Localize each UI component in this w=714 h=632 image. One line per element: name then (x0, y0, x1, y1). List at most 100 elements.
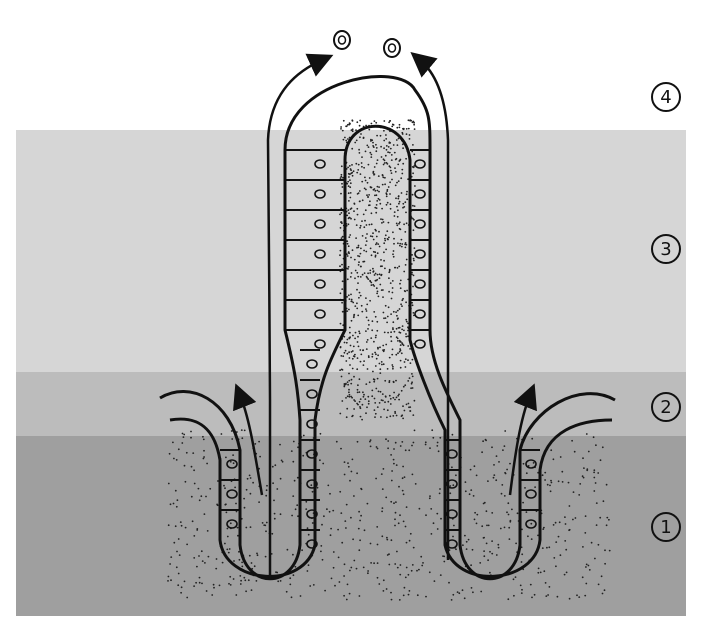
stipple-dot (452, 484, 454, 486)
stipple-dot (376, 135, 378, 137)
stipple-dot (231, 430, 233, 432)
stipple-dot (429, 571, 431, 573)
stipple-dot (410, 533, 412, 535)
stipple-dot (380, 259, 382, 261)
stipple-dot (231, 438, 233, 440)
stipple-dot (360, 266, 362, 268)
stipple-dot (582, 475, 584, 477)
stipple-dot (405, 247, 407, 249)
stipple-dot (390, 148, 392, 150)
stipple-dot (357, 357, 359, 359)
stipple-dot (342, 236, 344, 238)
stipple-dot (498, 461, 500, 463)
stipple-dot (368, 204, 370, 206)
stipple-dot (392, 321, 394, 323)
stipple-dot (353, 355, 355, 357)
stipple-dot (235, 594, 237, 596)
stipple-dot (348, 236, 350, 238)
stipple-dot (339, 369, 341, 371)
stipple-dot (414, 128, 416, 130)
stipple-dot (379, 368, 381, 370)
stipple-dot (405, 319, 407, 321)
stipple-dot (372, 284, 374, 286)
stipple-dot (354, 305, 356, 307)
stipple-dot (377, 378, 379, 380)
stipple-dot (551, 482, 553, 484)
stipple-dot (470, 564, 472, 566)
stipple-dot (396, 328, 398, 330)
stipple-dot (401, 192, 403, 194)
stipple-dot (520, 585, 522, 587)
stipple-dot (394, 167, 396, 169)
stipple-dot (221, 433, 223, 435)
stipple-dot (173, 458, 175, 460)
stipple-dot (515, 576, 517, 578)
stipple-dot (412, 414, 414, 416)
stipple-dot (374, 188, 376, 190)
stipple-dot (452, 594, 454, 596)
stipple-dot (382, 184, 384, 186)
stipple-dot (405, 577, 407, 579)
stipple-dot (365, 330, 367, 332)
stipple-dot (353, 408, 355, 410)
stipple-dot (376, 163, 378, 165)
stipple-dot (362, 391, 364, 393)
stipple-dot (602, 593, 604, 595)
stipple-dot (302, 455, 304, 457)
stipple-dot (396, 315, 398, 317)
stipple-dot (360, 361, 362, 363)
stipple-dot (247, 478, 249, 480)
stipple-dot (387, 239, 389, 241)
stipple-dot (208, 556, 210, 558)
stipple-dot (386, 539, 388, 541)
stipple-dot (383, 147, 385, 149)
stipple-dot (199, 499, 201, 501)
stipple-dot (571, 440, 573, 442)
stipple-dot (368, 164, 370, 166)
stipple-dot (425, 444, 427, 446)
stipple-dot (391, 298, 393, 300)
epithelium-inner-outline (170, 126, 612, 576)
stipple-dot (370, 439, 372, 441)
stipple-dot (353, 399, 355, 401)
stipple-dot (241, 562, 243, 564)
stipple-dot (351, 148, 353, 150)
stipple-dot (351, 416, 353, 418)
stipple-dot (357, 315, 359, 317)
stipple-dot (593, 472, 595, 474)
stipple-dot (354, 338, 356, 340)
stipple-dot (400, 367, 402, 369)
stipple-dot (388, 237, 390, 239)
stipple-dot (271, 533, 273, 535)
stipple-dot (565, 549, 567, 551)
stipple-dot (363, 250, 365, 252)
stipple-dot (372, 268, 374, 270)
stipple-dot (470, 489, 472, 491)
stipple-dot (342, 355, 344, 357)
stipple-dot (397, 567, 399, 569)
stipple-dot (550, 449, 552, 451)
stipple-dot (387, 316, 389, 318)
stipple-dot (353, 203, 355, 205)
stipple-dot (370, 235, 372, 237)
stipple-dot (359, 539, 361, 541)
stipple-dot (470, 469, 472, 471)
stipple-dot (402, 133, 404, 135)
stipple-dot (367, 339, 369, 341)
stipple-dot (390, 331, 392, 333)
stipple-dot (343, 595, 345, 597)
stipple-dot (385, 134, 387, 136)
stipple-dot (434, 580, 436, 582)
stipple-dot (339, 413, 341, 415)
stipple-dot (382, 289, 384, 291)
stipple-dot (387, 554, 389, 556)
stipple-dot (274, 518, 276, 520)
stipple-dot (348, 266, 350, 268)
stipple-dot (374, 398, 376, 400)
stipple-dot (352, 175, 354, 177)
stipple-dot (382, 175, 384, 177)
stipple-dot (392, 349, 394, 351)
stipple-dot (609, 550, 611, 552)
stipple-dot (326, 508, 328, 510)
stipple-dot (413, 167, 415, 169)
